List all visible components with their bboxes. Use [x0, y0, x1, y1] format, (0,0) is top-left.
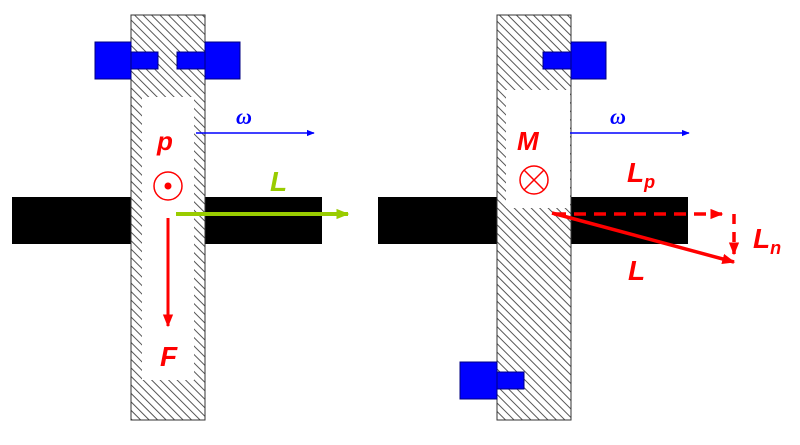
right-momentum-label: L — [628, 255, 645, 286]
right-rotor-disk — [496, 14, 572, 421]
left-momentum-label: L — [270, 166, 287, 197]
left-rotor-group: ω p L F — [12, 14, 350, 421]
left-force-label: F — [160, 341, 178, 372]
right-momentum-parallel-main: L — [627, 157, 644, 188]
right-momentum-normal-label: Ln — [753, 223, 781, 258]
right-bearing-block-bottom — [459, 361, 498, 400]
right-rotor-group: ω M Lp Ln L — [378, 14, 781, 421]
right-mass-label: M — [517, 126, 540, 156]
right-bearing-pin-top — [542, 51, 572, 70]
left-bearing-block-right — [204, 41, 241, 80]
left-omega-label: ω — [236, 104, 252, 129]
right-momentum-parallel-sub: p — [643, 172, 655, 192]
dot-in-circle-icon — [153, 171, 183, 201]
right-omega-label: ω — [610, 104, 626, 129]
right-momentum-parallel-label: Lp — [627, 157, 655, 192]
left-mass-label: p — [156, 126, 173, 156]
left-bearing-pin-left — [130, 51, 159, 70]
left-bearing-block-left — [94, 41, 132, 80]
cross-in-circle-icon — [519, 165, 549, 195]
right-bearing-pin-bottom — [496, 371, 525, 390]
left-bearing-pin-right — [176, 51, 206, 70]
right-momentum-arrow — [551, 211, 736, 264]
right-momentum-normal-sub: n — [770, 238, 781, 258]
right-bearing-block-top — [570, 41, 607, 80]
right-momentum-normal-main: L — [753, 223, 770, 254]
